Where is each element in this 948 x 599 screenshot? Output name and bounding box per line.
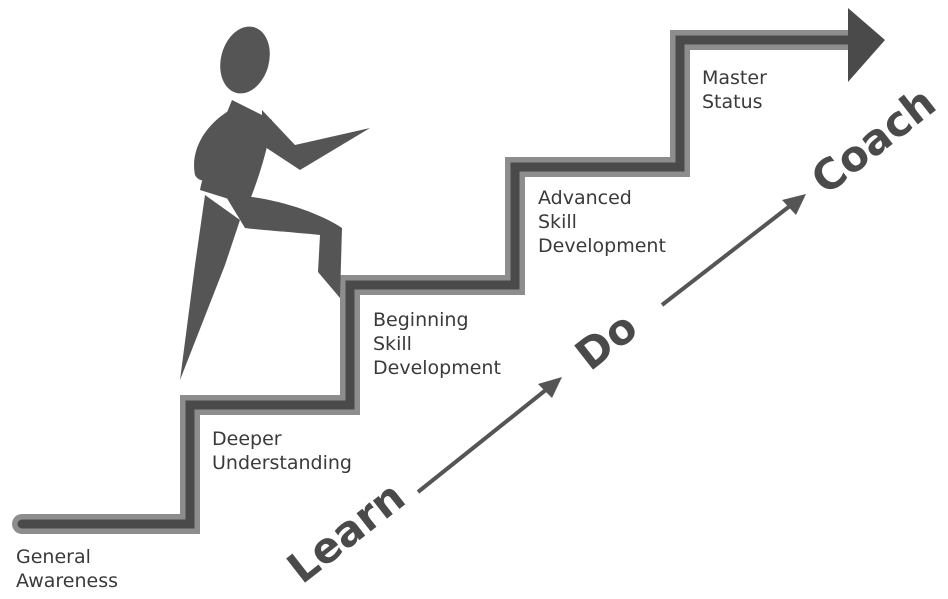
stage-label-beginning-skill: Beginning Skill Development <box>373 309 501 379</box>
staircase-inner <box>17 35 865 529</box>
do-to-coach-arrow <box>660 200 797 307</box>
do-to-coach-arrowhead <box>782 194 806 215</box>
stage-label-deeper-understanding: Deeper Understanding <box>212 428 352 474</box>
stage-label-master-status: Master Status <box>702 67 767 113</box>
stage-label-general-awareness: General Awareness <box>16 546 119 592</box>
staircase-arrowhead <box>848 8 885 82</box>
learn-to-do-arrowhead <box>538 377 562 398</box>
phase-learn: Learn <box>278 472 414 593</box>
stage-label-advanced-skill: Advanced Skill Development <box>538 187 666 257</box>
learn-to-do-arrow <box>416 383 554 494</box>
phase-do: Do <box>566 302 646 380</box>
running-person-icon <box>180 26 370 380</box>
phase-coach: Coach <box>802 77 945 204</box>
